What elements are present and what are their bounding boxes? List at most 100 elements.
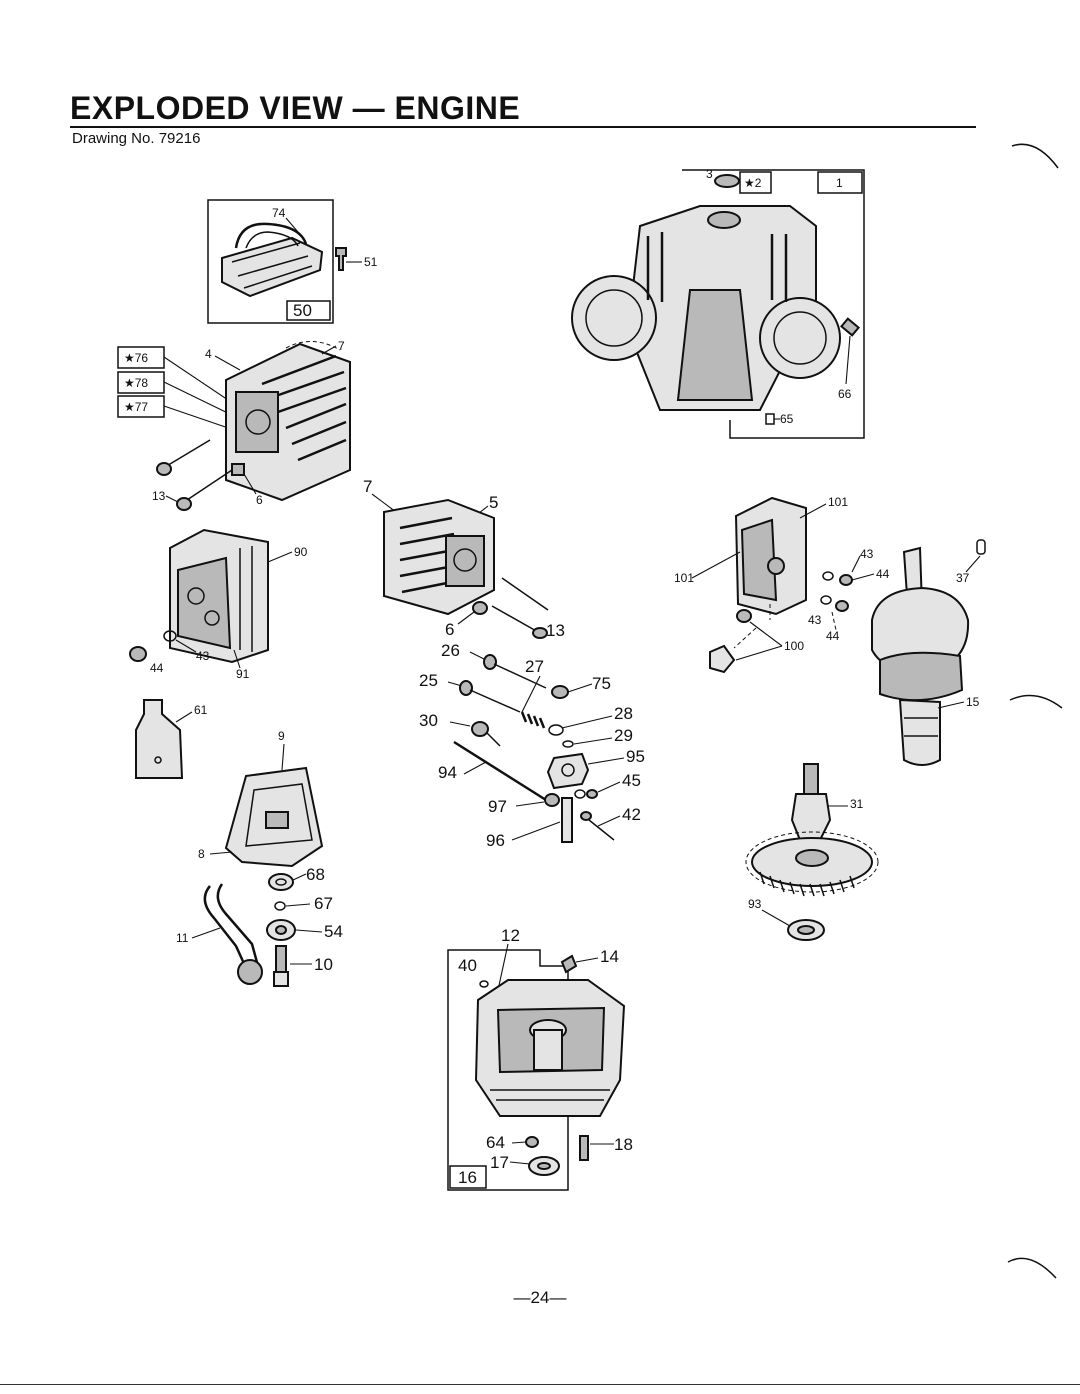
callout-101b: 101 <box>674 571 694 585</box>
callout-91: 91 <box>236 667 250 681</box>
cylinder-bore-left <box>571 275 657 361</box>
callout-3: 3 <box>706 167 713 181</box>
callout-12: 12 <box>501 926 520 945</box>
tappet-30 <box>471 721 489 737</box>
valve-25 <box>469 689 521 713</box>
callout-6b: 6 <box>445 620 454 639</box>
callout-64: 64 <box>486 1133 505 1152</box>
callout-44c: 44 <box>826 629 840 643</box>
callout-43: 43 <box>196 649 210 663</box>
callout-15: 15 <box>966 695 980 709</box>
callout-94: 94 <box>438 763 457 782</box>
plug-64 <box>525 1136 539 1148</box>
title-rule <box>70 126 976 128</box>
key-37 <box>976 539 986 555</box>
washer-68 <box>268 873 294 891</box>
callout-44: 44 <box>150 661 164 675</box>
washer-43 <box>163 630 177 642</box>
washer-43b <box>822 571 834 581</box>
footer-rule <box>0 1384 1080 1385</box>
bolt-14 <box>560 954 578 974</box>
callout-100: 100 <box>784 639 804 653</box>
callout-61: 61 <box>194 703 208 717</box>
crank-shaft-lower <box>898 698 941 766</box>
cylinder-head-left: 4 7 13 6 <box>152 339 351 511</box>
callout-26: 26 <box>441 641 460 660</box>
edge-mark-1 <box>1011 143 1059 169</box>
crankcase-cover-group: 16 12 40 14 64 17 18 <box>447 926 633 1191</box>
engine-block-box <box>682 169 865 439</box>
callout-11: 11 <box>176 931 189 945</box>
crank-bore-top <box>707 211 741 229</box>
callout-97: 97 <box>488 797 507 816</box>
callout-14: 14 <box>600 947 619 966</box>
ignition-coil-loop <box>234 222 308 249</box>
callout-43b: 43 <box>860 547 874 561</box>
valve-cover-right-group: 101 101 43 44 43 44 100 <box>674 495 890 674</box>
valve-26 <box>493 663 547 689</box>
callout-7: 7 <box>338 339 345 353</box>
callout-29: 29 <box>614 726 633 745</box>
part-1-box <box>817 171 863 194</box>
callout-42: 42 <box>622 805 641 824</box>
callout-5: 5 <box>489 493 498 512</box>
ignition-module-box <box>207 199 334 324</box>
rotator-75 <box>551 685 569 699</box>
edge-mark-2 <box>1009 694 1063 709</box>
breather-valve <box>265 811 289 829</box>
ignition-module-group: 50 74 51 <box>207 199 378 324</box>
callout-7b: 7 <box>363 477 372 496</box>
callout-17: 17 <box>490 1153 509 1172</box>
callout-45: 45 <box>622 771 641 790</box>
part-16-box <box>449 1165 487 1189</box>
bolt-18 <box>579 1135 589 1161</box>
callout-27: 27 <box>525 657 544 676</box>
callout-25: 25 <box>419 671 438 690</box>
callout-2: ★2 <box>744 176 762 190</box>
oil-seal-40 <box>479 980 489 988</box>
callout-54: 54 <box>324 922 343 941</box>
callout-13: 13 <box>152 489 166 503</box>
callout-13b: 13 <box>546 621 565 640</box>
callout-66: 66 <box>838 387 852 401</box>
nut-97 <box>544 793 560 807</box>
callout-9: 9 <box>278 729 285 743</box>
valve-spring <box>520 711 546 729</box>
drawing-number: Drawing No. 79216 <box>72 130 201 147</box>
callout-28: 28 <box>614 704 633 723</box>
valve-train-group: 26 27 25 75 28 29 30 94 95 45 <box>419 641 645 850</box>
callout-96: 96 <box>486 831 505 850</box>
engine-block-group: 1 ★2 3 66 65 <box>571 167 865 439</box>
edge-mark-3 <box>1007 1257 1057 1279</box>
part-50-box <box>286 300 331 321</box>
cylinder-head-4 <box>225 342 351 502</box>
crank-throw <box>879 651 964 702</box>
callout-30: 30 <box>419 711 438 730</box>
cylinder-bore-right <box>759 297 841 379</box>
cylinder-head-right: 7 5 6 13 <box>363 477 565 640</box>
oil-bottle-group: 61 <box>135 699 208 779</box>
callout-44b: 44 <box>876 567 890 581</box>
oil-seal-100b <box>709 644 736 674</box>
plug-65 <box>765 413 775 425</box>
head-bolt-13 <box>176 497 192 511</box>
callout-10: 10 <box>314 955 333 974</box>
callout-4: 4 <box>205 347 212 361</box>
callout-6: 6 <box>256 493 263 507</box>
block-web <box>676 289 754 401</box>
head-bolt-head <box>156 462 172 476</box>
page-title: EXPLODED VIEW — ENGINE <box>70 90 521 126</box>
callout-77: ★77 <box>124 400 148 414</box>
spacer-6 <box>231 463 245 476</box>
callout-67: 67 <box>314 894 333 913</box>
callout-37: 37 <box>956 571 970 585</box>
nut-45 <box>574 789 586 799</box>
seal-67 <box>274 901 286 911</box>
callout-78: ★78 <box>124 376 148 390</box>
stud-96 <box>561 797 573 843</box>
drain-plug-10 <box>275 945 287 973</box>
callout-65: 65 <box>780 412 794 426</box>
oil-seal-3 <box>714 174 740 188</box>
callout-1: 1 <box>836 176 843 190</box>
